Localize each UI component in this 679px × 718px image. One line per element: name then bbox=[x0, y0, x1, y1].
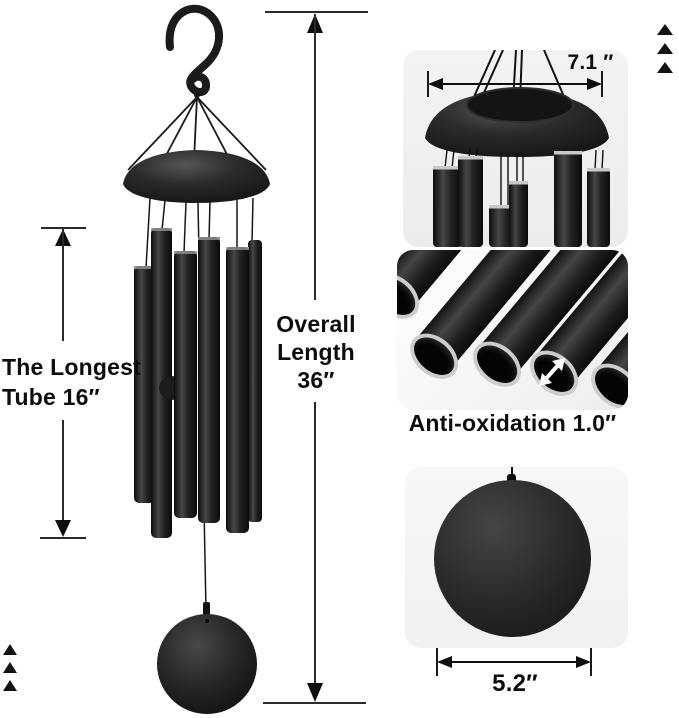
chime-tube-1 bbox=[134, 266, 155, 503]
detail-tubes bbox=[433, 151, 610, 247]
disc-hole bbox=[204, 618, 210, 624]
triangle-icon bbox=[3, 680, 17, 691]
detail-tube-strings bbox=[444, 147, 604, 207]
diameter-arrow-icon bbox=[539, 358, 565, 386]
chime-tube-4 bbox=[198, 237, 220, 523]
chime-tube-3 bbox=[174, 251, 197, 518]
chime-tubes bbox=[134, 228, 262, 538]
longest-tube-label: The Longest Tube 16″ bbox=[2, 354, 141, 410]
tube-opening bbox=[401, 324, 467, 389]
inset-tube-detail bbox=[397, 250, 628, 410]
tube-opening bbox=[464, 332, 530, 397]
tube-opening bbox=[397, 264, 428, 329]
canopy-detail-photo bbox=[425, 50, 610, 247]
suspension-strings bbox=[127, 96, 267, 171]
disc-knot bbox=[203, 602, 210, 615]
catcher-width-label: 5.2″ bbox=[492, 670, 538, 697]
disc-knot bbox=[507, 474, 516, 483]
s-hook-icon bbox=[165, 4, 224, 97]
triangle-icon bbox=[3, 662, 17, 673]
overall-length-label: Overall Length 36″ bbox=[276, 311, 356, 393]
decoration-triangles-top-right bbox=[657, 24, 673, 81]
triangle-icon bbox=[657, 62, 673, 73]
triangle-icon bbox=[657, 43, 673, 54]
hoop-width-label: 7.1 ″ bbox=[567, 51, 614, 74]
canopy-top-hole bbox=[466, 87, 574, 123]
hook-knot bbox=[194, 92, 200, 98]
triangle-icon bbox=[3, 644, 17, 655]
wind-chime-photo bbox=[123, 4, 270, 714]
canopy bbox=[123, 150, 270, 203]
wind-catcher-disc bbox=[157, 614, 257, 714]
chime-tube-6 bbox=[248, 240, 262, 522]
decoration-triangles-bottom-left bbox=[3, 644, 17, 698]
inset-canopy-detail: 7.1 ″ bbox=[403, 50, 628, 247]
anti-oxidation-label: Anti-oxidation 1.0″ bbox=[408, 410, 617, 436]
triangle-icon bbox=[657, 24, 673, 35]
wind-catcher-disc-large bbox=[434, 480, 591, 637]
inset-disc-detail bbox=[405, 467, 628, 648]
chime-tube-5 bbox=[226, 247, 249, 533]
